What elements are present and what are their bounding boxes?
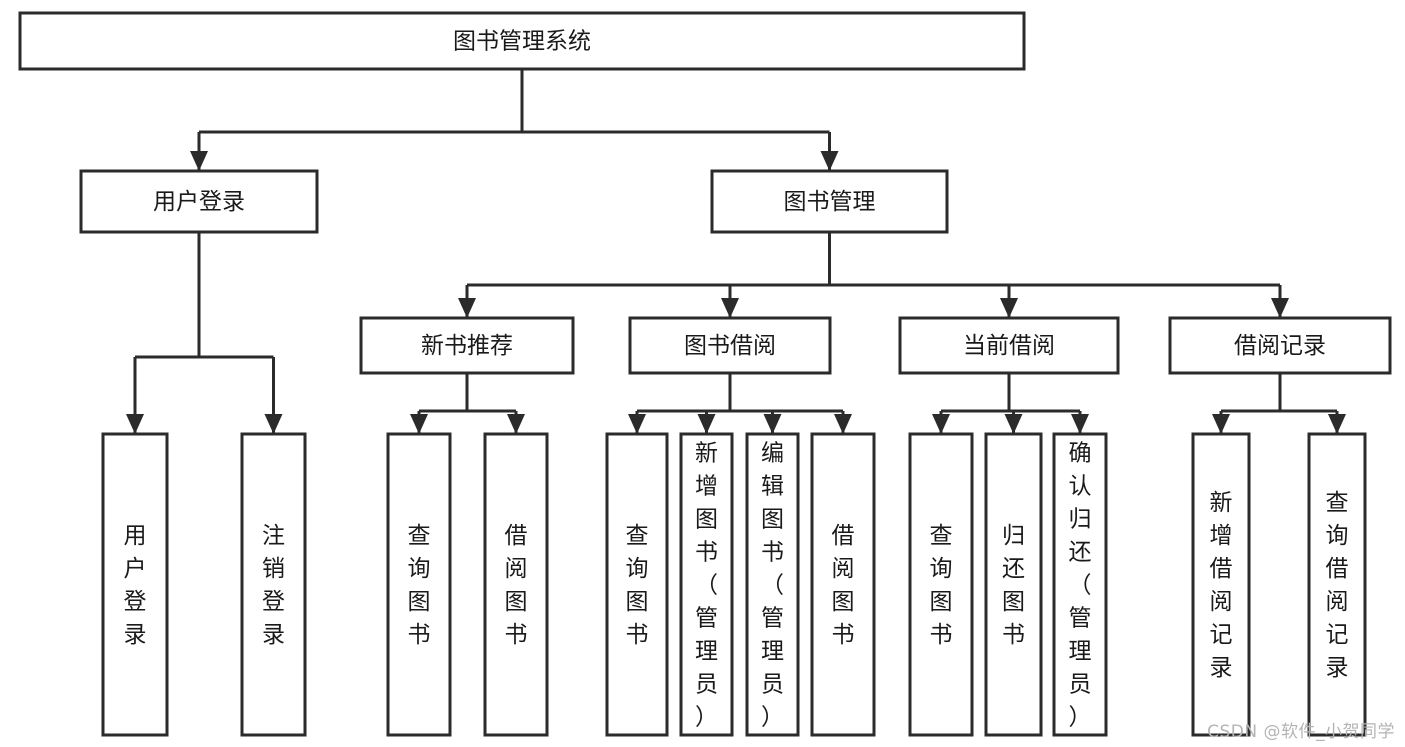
edge-arrowhead xyxy=(932,414,950,434)
csdn-watermark: CSDN @软件_小贺同学 xyxy=(1207,722,1395,742)
leaf-label-leaf-return-book: 归还图书 xyxy=(1002,523,1025,648)
leaf-leaf-borrow-book-rec-box xyxy=(483,432,549,737)
edge-arrowhead xyxy=(1000,298,1018,318)
node-label-new-book-recommend: 新书推荐 xyxy=(421,333,513,359)
node-user-login[interactable]: 用户登录 xyxy=(79,169,319,234)
edge-arrowhead xyxy=(190,151,208,171)
node-root-box xyxy=(18,11,1026,71)
edge-arrowhead xyxy=(264,414,283,434)
node-current-borrow[interactable]: 当前借阅 xyxy=(898,316,1120,375)
leaf-leaf-add-borrow-record-box xyxy=(1191,432,1251,737)
leaf-label-leaf-query-book-borrow: 查询图书 xyxy=(626,523,649,648)
node-book-manage-box xyxy=(710,169,949,234)
edge-group-root xyxy=(190,69,839,171)
edge-group-book-borrow xyxy=(628,373,852,434)
edge-group-borrow-record xyxy=(1212,373,1346,434)
node-label-borrow-record: 借阅记录 xyxy=(1234,333,1326,359)
leaf-label-leaf-borrow-book-borrow: 借阅图书 xyxy=(832,523,855,648)
leaf-leaf-add-book-admin[interactable]: 新增图书（管理员） xyxy=(679,432,734,737)
leaf-leaf-logout[interactable]: 注销登录 xyxy=(240,432,307,737)
node-new-book-recommend-box xyxy=(359,316,575,375)
edge-group-book-manage xyxy=(458,232,1289,318)
edge-arrowhead xyxy=(1004,414,1023,434)
edge-arrowhead xyxy=(721,298,739,318)
edge-arrowhead xyxy=(1271,298,1289,318)
leaf-leaf-user-login[interactable]: 用户登录 xyxy=(101,432,169,737)
edge-arrowhead xyxy=(628,414,646,434)
leaf-leaf-query-book-rec-box xyxy=(386,432,452,737)
leaf-leaf-return-book[interactable]: 归还图书 xyxy=(984,432,1043,737)
edge-arrowhead xyxy=(126,414,144,434)
node-label-book-manage: 图书管理 xyxy=(784,189,876,215)
leaf-leaf-confirm-return-admin[interactable]: 确认归还（管理员） xyxy=(1052,432,1108,737)
leaf-label-leaf-add-borrow-record: 新增借阅记录 xyxy=(1210,490,1233,681)
leaf-label-leaf-logout: 注销登录 xyxy=(262,523,285,648)
node-user-login-box xyxy=(79,169,319,234)
node-borrow-record-box xyxy=(1168,316,1392,375)
leaf-label-leaf-borrow-book-rec: 借阅图书 xyxy=(505,523,528,648)
node-label-user-login: 用户登录 xyxy=(153,189,245,215)
edge-group-new-book-recommend xyxy=(410,373,525,434)
edge-group-user-login xyxy=(126,232,283,434)
edge-arrowhead xyxy=(820,151,839,171)
node-label-root: 图书管理系统 xyxy=(453,29,591,55)
node-label-current-borrow: 当前借阅 xyxy=(963,333,1055,359)
leaf-leaf-borrow-book-rec[interactable]: 借阅图书 xyxy=(483,432,549,737)
leaf-leaf-query-borrow-record-box xyxy=(1307,432,1367,737)
nodes-layer: 图书管理系统用户登录图书管理新书推荐图书借阅当前借阅借阅记录用户登录注销登录查询… xyxy=(18,11,1392,737)
leaf-leaf-query-book-current-box xyxy=(908,432,974,737)
edge-arrowhead xyxy=(410,414,428,434)
node-current-borrow-box xyxy=(898,316,1120,375)
leaf-leaf-query-book-rec[interactable]: 查询图书 xyxy=(386,432,452,737)
leaf-label-leaf-confirm-return-admin: 确认归还（管理员） xyxy=(1069,441,1092,731)
edge-arrowhead xyxy=(507,414,525,434)
edge-arrowhead xyxy=(763,414,782,434)
leaf-leaf-logout-box xyxy=(240,432,307,737)
edge-arrowhead xyxy=(1328,414,1346,434)
leaf-leaf-confirm-return-admin-box xyxy=(1052,432,1108,737)
edge-arrowhead xyxy=(697,414,716,434)
leaf-label-leaf-edit-book-admin: 编辑图书（管理员） xyxy=(761,441,784,731)
leaf-leaf-user-login-box xyxy=(101,432,169,737)
leaf-leaf-edit-book-admin[interactable]: 编辑图书（管理员） xyxy=(745,432,800,737)
edge-group-current-borrow xyxy=(932,373,1089,434)
edge-arrowhead xyxy=(1071,414,1089,434)
node-book-manage[interactable]: 图书管理 xyxy=(710,169,949,234)
leaf-leaf-add-book-admin-box xyxy=(679,432,734,737)
node-book-borrow[interactable]: 图书借阅 xyxy=(628,316,832,375)
leaf-leaf-borrow-book-borrow[interactable]: 借阅图书 xyxy=(810,432,876,737)
node-label-book-borrow: 图书借阅 xyxy=(684,333,776,359)
leaf-label-leaf-query-book-current: 查询图书 xyxy=(930,523,953,648)
node-book-borrow-box xyxy=(628,316,832,375)
leaf-label-leaf-user-login: 用户登录 xyxy=(124,523,147,648)
edge-arrowhead xyxy=(834,414,852,434)
leaf-leaf-return-book-box xyxy=(984,432,1043,737)
leaf-leaf-edit-book-admin-box xyxy=(745,432,800,737)
leaf-leaf-query-book-current[interactable]: 查询图书 xyxy=(908,432,974,737)
leaf-leaf-add-borrow-record[interactable]: 新增借阅记录 xyxy=(1191,432,1251,737)
leaf-leaf-query-borrow-record[interactable]: 查询借阅记录 xyxy=(1307,432,1367,737)
leaf-leaf-query-book-borrow-box xyxy=(605,432,669,737)
node-root[interactable]: 图书管理系统 xyxy=(18,11,1026,71)
leaf-label-leaf-query-borrow-record: 查询借阅记录 xyxy=(1326,490,1349,681)
leaf-label-leaf-add-book-admin: 新增图书（管理员） xyxy=(695,441,718,731)
node-borrow-record[interactable]: 借阅记录 xyxy=(1168,316,1392,375)
edge-arrowhead xyxy=(1212,414,1230,434)
node-new-book-recommend[interactable]: 新书推荐 xyxy=(359,316,575,375)
leaf-label-leaf-query-book-rec: 查询图书 xyxy=(408,523,431,648)
edges-layer xyxy=(126,69,1346,434)
leaf-leaf-borrow-book-borrow-box xyxy=(810,432,876,737)
edge-arrowhead xyxy=(458,298,476,318)
leaf-leaf-query-book-borrow[interactable]: 查询图书 xyxy=(605,432,669,737)
